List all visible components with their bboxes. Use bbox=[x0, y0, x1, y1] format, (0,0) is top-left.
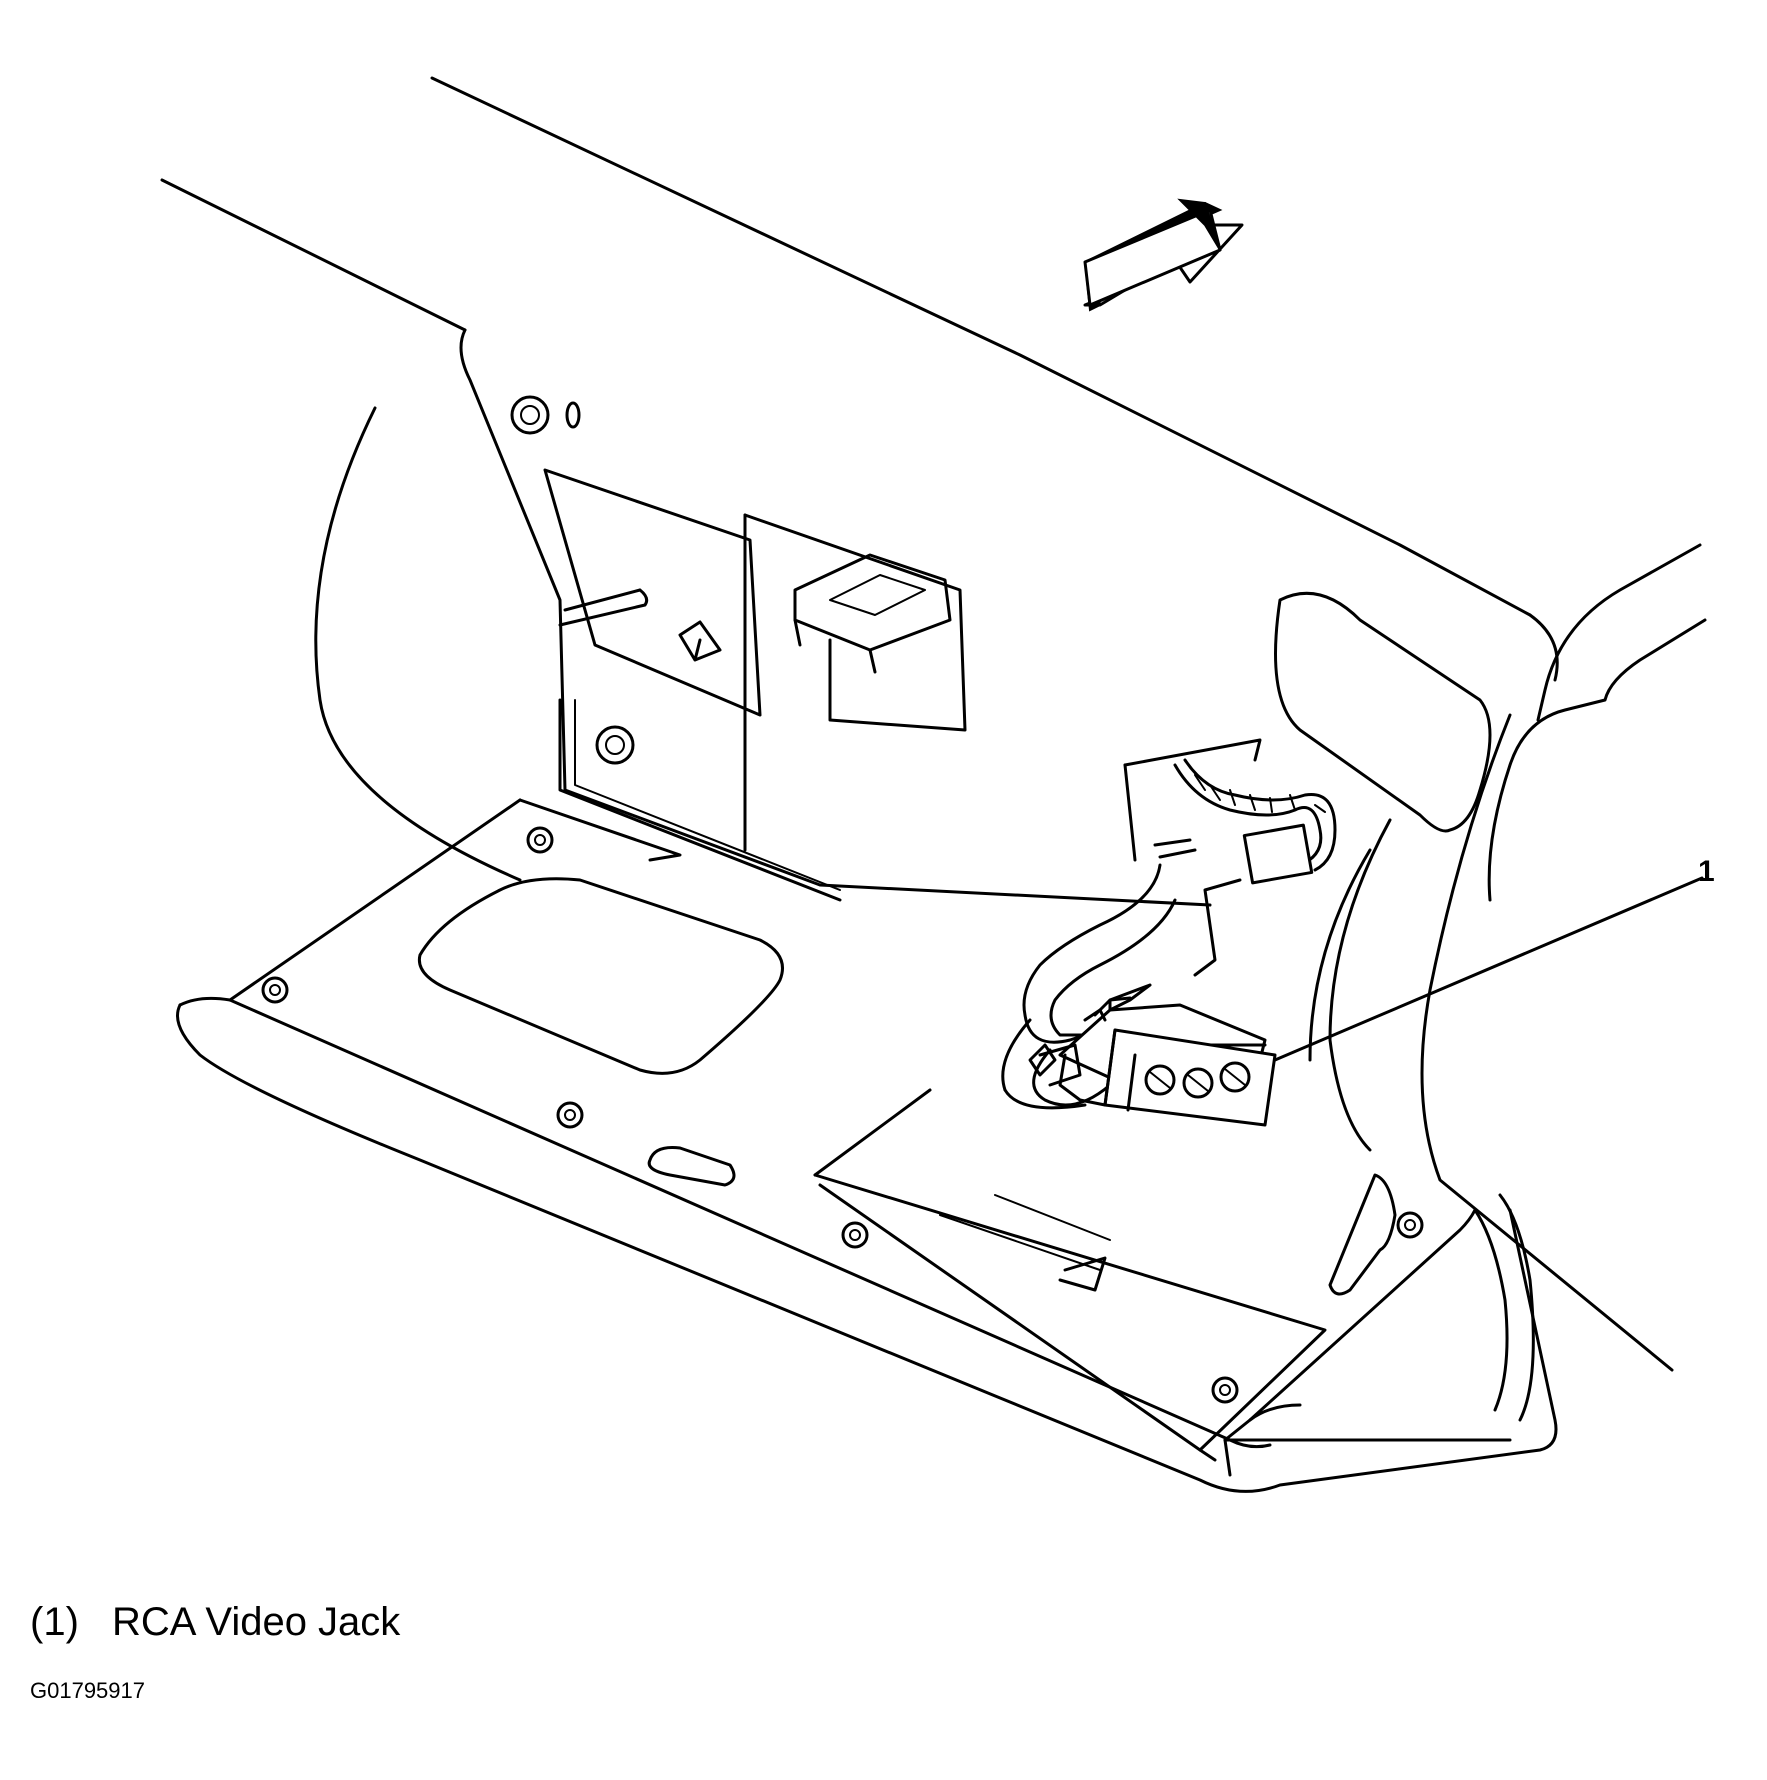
legend-number: (1) bbox=[30, 1600, 79, 1644]
vehicle-body-outline bbox=[160, 76, 1707, 1372]
body-opening bbox=[1274, 591, 1492, 833]
inner-panel bbox=[459, 328, 1212, 907]
direction-arrow-icon bbox=[1083, 198, 1244, 312]
legend-label: RCA Video Jack bbox=[112, 1600, 401, 1644]
callout-leader-line bbox=[1273, 876, 1704, 1062]
legend-item: (1) RCA Video Jack bbox=[30, 1600, 400, 1645]
rca-video-jack bbox=[1028, 983, 1277, 1127]
figure-id: G01795917 bbox=[30, 1678, 145, 1703]
glove-box-door bbox=[176, 798, 1558, 1493]
callout-number-1: 1 bbox=[1698, 855, 1715, 888]
wiring-harness bbox=[1001, 738, 1337, 1110]
